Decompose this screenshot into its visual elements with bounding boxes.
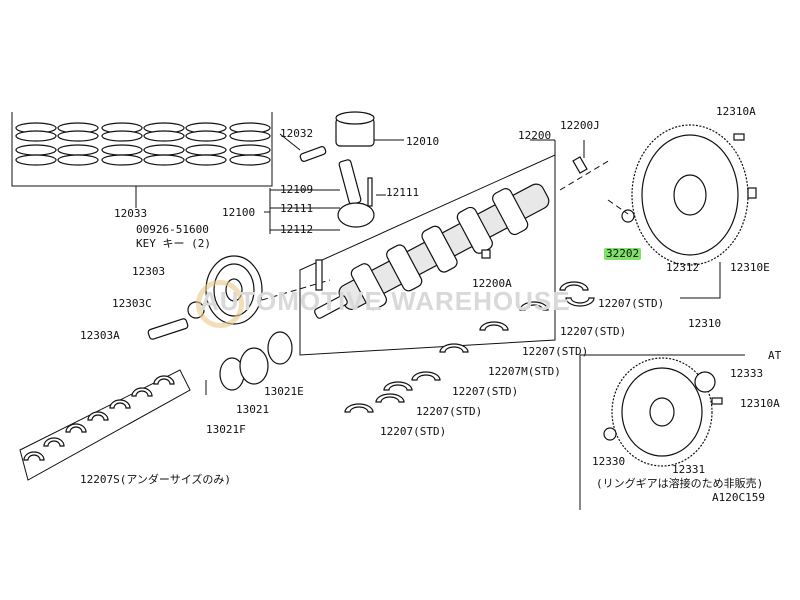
label-12303a: 12303A xyxy=(80,329,120,342)
timing-sprocket xyxy=(205,331,293,395)
label-12200: 12200 xyxy=(518,129,552,142)
label-12207-std-5: 12207(STD) xyxy=(416,405,483,418)
label-13021: 13021 xyxy=(236,403,270,416)
label-12310: 12310 xyxy=(688,317,722,330)
label-12112: 12112 xyxy=(280,223,314,236)
undersize-bearings xyxy=(19,369,191,481)
flywheel-automatic xyxy=(579,354,745,510)
label-12333: 12333 xyxy=(730,367,764,380)
label-12310e: 12310E xyxy=(730,261,770,274)
piston-rings-group xyxy=(11,112,273,208)
label-32202-highlighted: 32202 xyxy=(604,247,642,260)
label-12111-left: 12111 xyxy=(280,202,314,215)
label-12303c: 12303C xyxy=(112,297,152,310)
watermark-text: AUTOMOTIVE WAREHOUSE xyxy=(200,286,571,316)
main-bearings xyxy=(344,281,595,413)
label-12312: 12312 xyxy=(666,261,700,274)
label-12303: 12303 xyxy=(132,265,166,278)
label-12200j: 12200J xyxy=(560,119,600,132)
label-12330: 12330 xyxy=(592,455,626,468)
label-12033: 12033 xyxy=(114,207,148,220)
label-12010: 12010 xyxy=(406,135,440,148)
label-12207-std-2: 12207(STD) xyxy=(560,325,627,338)
label-00926-51600: 00926-51600 xyxy=(136,223,209,236)
connecting-rod xyxy=(264,159,386,234)
label-12200a: 12200A xyxy=(472,277,512,290)
crankshaft xyxy=(299,139,611,356)
label-ring-gear-note: (リングギアは溶接のため非販売) xyxy=(596,477,764,490)
piston-assembly xyxy=(279,111,404,162)
label-12109: 12109 xyxy=(280,183,314,196)
label-12310a-top: 12310A xyxy=(716,105,756,118)
label-12331: 12331 xyxy=(672,463,706,476)
label-12111-right: 12111 xyxy=(386,186,420,199)
label-12032: 12032 xyxy=(280,127,314,140)
watermark-logo xyxy=(196,280,244,328)
label-12207-std-3: 12207(STD) xyxy=(522,345,589,358)
label-at: AT xyxy=(768,349,782,362)
label-12100: 12100 xyxy=(222,206,256,219)
flywheel-manual xyxy=(607,124,757,299)
label-13021f: 13021F xyxy=(206,423,246,436)
label-13021e: 13021E xyxy=(264,385,304,398)
label-12207-std-1: 12207(STD) xyxy=(598,297,665,310)
label-12207m: 12207M(STD) xyxy=(488,365,561,378)
label-12207-std-6: 12207(STD) xyxy=(380,425,447,438)
label-diagram-code: A120C159 xyxy=(712,491,765,504)
label-12207-std-4: 12207(STD) xyxy=(452,385,519,398)
label-key: KEY キー (2) xyxy=(136,237,211,250)
label-12207s: 12207S(アンダーサイズのみ) xyxy=(80,473,231,486)
label-12310a-bottom: 12310A xyxy=(740,397,780,410)
